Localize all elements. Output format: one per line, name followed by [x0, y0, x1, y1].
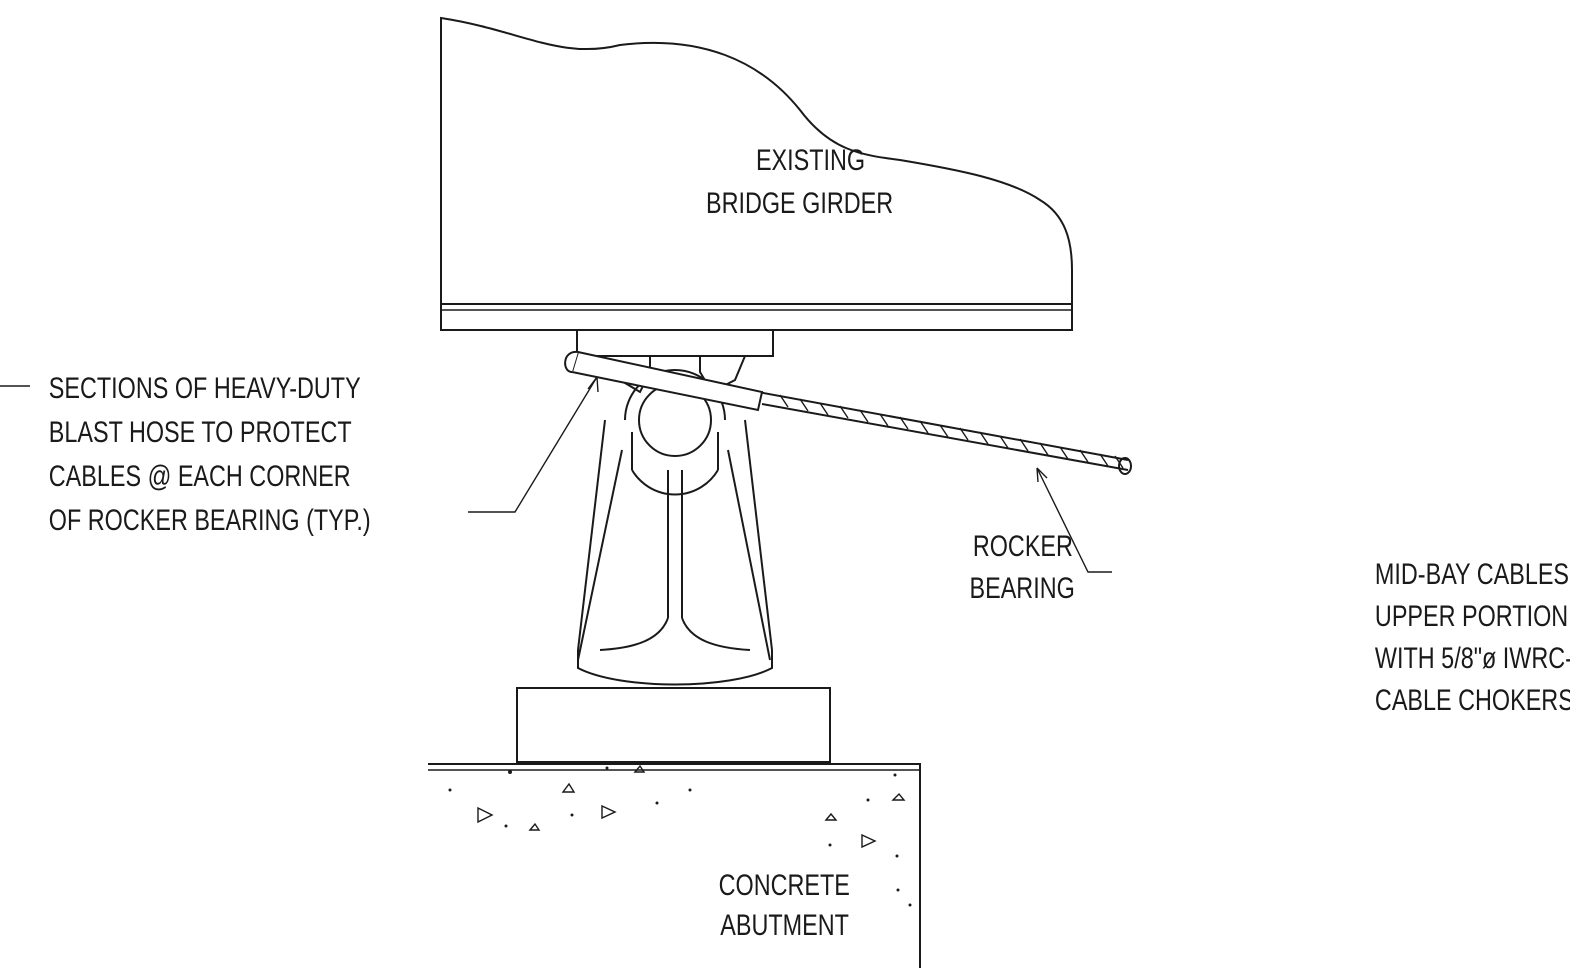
rocker-bearing-label-line-2: BEARING [970, 571, 1075, 604]
girder-label-line-2: BRIDGE GIRDER [706, 186, 893, 219]
blast-hose-note-line-4: OF ROCKER BEARING (TYP.) [49, 503, 371, 536]
blast-hose-note: SECTIONS OF HEAVY-DUTY BLAST HOSE TO PRO… [49, 371, 371, 536]
blast-hose-note-line-3: CABLES @ EACH CORNER [49, 459, 351, 492]
leader-lines [0, 376, 1112, 573]
girder-label-line-1: EXISTING [756, 143, 865, 176]
masonry-plate [516, 687, 831, 763]
cable-note-line-4: CABLE CHOKERS [1375, 683, 1570, 716]
blast-hose-note-line-1: SECTIONS OF HEAVY-DUTY [49, 371, 361, 404]
girder-label: EXISTING BRIDGE GIRDER [706, 143, 893, 219]
bridge-girder [440, 16, 1073, 331]
rocker-bearing-label-line-1: ROCKER [973, 529, 1073, 562]
concrete-abutment [428, 763, 921, 968]
abutment-label: CONCRETE ABUTMENT [719, 868, 850, 941]
cable-assembly [564, 350, 1132, 475]
cable-note-line-3: WITH 5/8"ø IWRC-XIP 6x19 [1375, 641, 1570, 674]
abutment-label-line-1: CONCRETE [719, 868, 850, 901]
abutment-label-line-2: ABUTMENT [720, 908, 849, 941]
cable-note: MID-BAY CABLES RIGGED TO UPPER PORTION O… [1375, 557, 1570, 716]
cable-note-line-2: UPPER PORTION OF BEARINGS [1375, 599, 1570, 632]
rocker-bearing [576, 329, 774, 686]
cable-note-line-1: MID-BAY CABLES RIGGED TO [1375, 557, 1570, 590]
rocker-bearing-label: ROCKER BEARING [970, 529, 1075, 604]
blast-hose-note-line-2: BLAST HOSE TO PROTECT [49, 415, 352, 448]
